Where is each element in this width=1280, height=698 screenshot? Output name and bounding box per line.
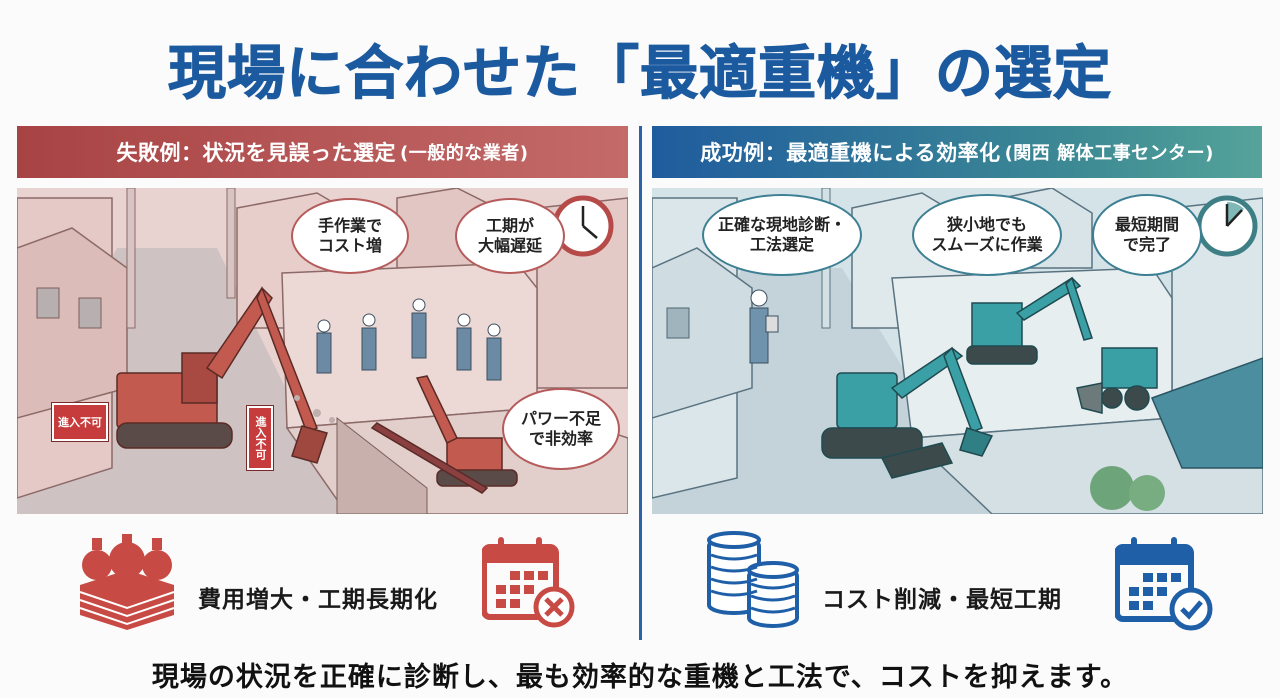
success-heading-text: 成功例：最適重機による効率化	[700, 141, 1001, 165]
clock-icon-short	[1196, 195, 1258, 257]
no-entry-sign: 進入不可	[51, 402, 109, 442]
success-illustration: 正確な現地診断・工法選定 狭小地でもスムーズに作業 最短期間で完了	[652, 188, 1263, 514]
speech-bubble-narrow-site: 狭小地でもスムーズに作業	[912, 194, 1062, 276]
page-title: 現場に合わせた「最適重機」の選定	[167, 39, 1112, 108]
fail-panel-heading: 失敗例：状況を見誤った選定 (一般的な業者)	[17, 126, 628, 178]
calendar-check-icon	[1115, 537, 1213, 631]
success-heading-sub: (関西 解体工事センター)	[1004, 143, 1214, 164]
no-entry-sign-vertical: 進入不可	[246, 405, 274, 471]
speech-bubble-low-power: パワー不足で非効率	[502, 388, 620, 470]
speech-bubble-diagnosis: 正確な現地診断・工法選定	[702, 194, 862, 276]
fail-heading-text: 失敗例：状況を見誤った選定	[116, 141, 397, 165]
footer-tagline: 現場の状況を正確に診断し、最も効率的な重機と工法で、コストを抑えます。	[151, 662, 1129, 693]
money-bags-icon	[79, 534, 175, 630]
success-outcome-text: コスト削減・最短工期	[822, 587, 1062, 613]
fail-heading-sub: (一般的な業者)	[400, 143, 529, 164]
fail-outcome-text: 費用増大・工期長期化	[198, 587, 438, 613]
success-panel-heading: 成功例：最適重機による効率化 (関西 解体工事センター)	[652, 126, 1262, 178]
success-scene-drawing	[652, 188, 1263, 514]
speech-bubble-shortest: 最短期間で完了	[1092, 194, 1202, 276]
coin-stacks-icon	[707, 531, 799, 628]
calendar-x-icon	[482, 537, 575, 628]
fail-illustration: 手作業でコスト増 工期が大幅遅延 パワー不足で非効率 進入不可 進入不可	[17, 188, 628, 514]
speech-bubble-delay: 工期が大幅遅延	[455, 198, 565, 274]
center-divider	[639, 126, 642, 640]
speech-bubble-manual-labor: 手作業でコスト増	[291, 198, 409, 274]
